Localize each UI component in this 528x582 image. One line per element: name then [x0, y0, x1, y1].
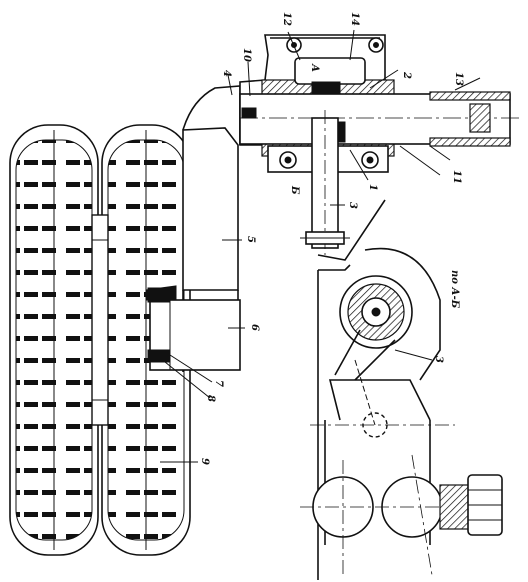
label-11: 11	[451, 170, 462, 184]
section-caption: по А-Б	[449, 270, 460, 309]
label-10: 10	[241, 48, 252, 62]
label-2: 2	[401, 71, 412, 79]
label-13: 13	[453, 72, 464, 86]
wheel-hub	[91, 214, 109, 426]
section-mark: А	[309, 63, 320, 72]
label-14: 14	[349, 12, 360, 26]
label-8: 8	[205, 395, 216, 402]
leader-lines	[160, 29, 451, 463]
label-6: 6	[249, 324, 260, 331]
left-tire	[9, 124, 99, 556]
label-7: 7	[213, 380, 224, 387]
housing-tube	[239, 77, 520, 176]
label-12: 12	[281, 12, 292, 26]
label-5: 5	[245, 236, 256, 243]
vertical-shaft	[300, 110, 350, 255]
section-view	[300, 199, 503, 580]
label-4: 4	[221, 70, 232, 77]
label-section-tag: Б	[289, 185, 300, 195]
part-labels: 4 10 12 14 2 13 11 1 Б 3 5 6 7 8 9 3 по …	[199, 12, 464, 465]
label-9: 9	[199, 458, 210, 465]
axle-spindle	[145, 285, 241, 371]
label-1: 1	[367, 184, 378, 191]
label-3b: 3	[433, 356, 444, 363]
label-3a: 3	[347, 202, 358, 209]
